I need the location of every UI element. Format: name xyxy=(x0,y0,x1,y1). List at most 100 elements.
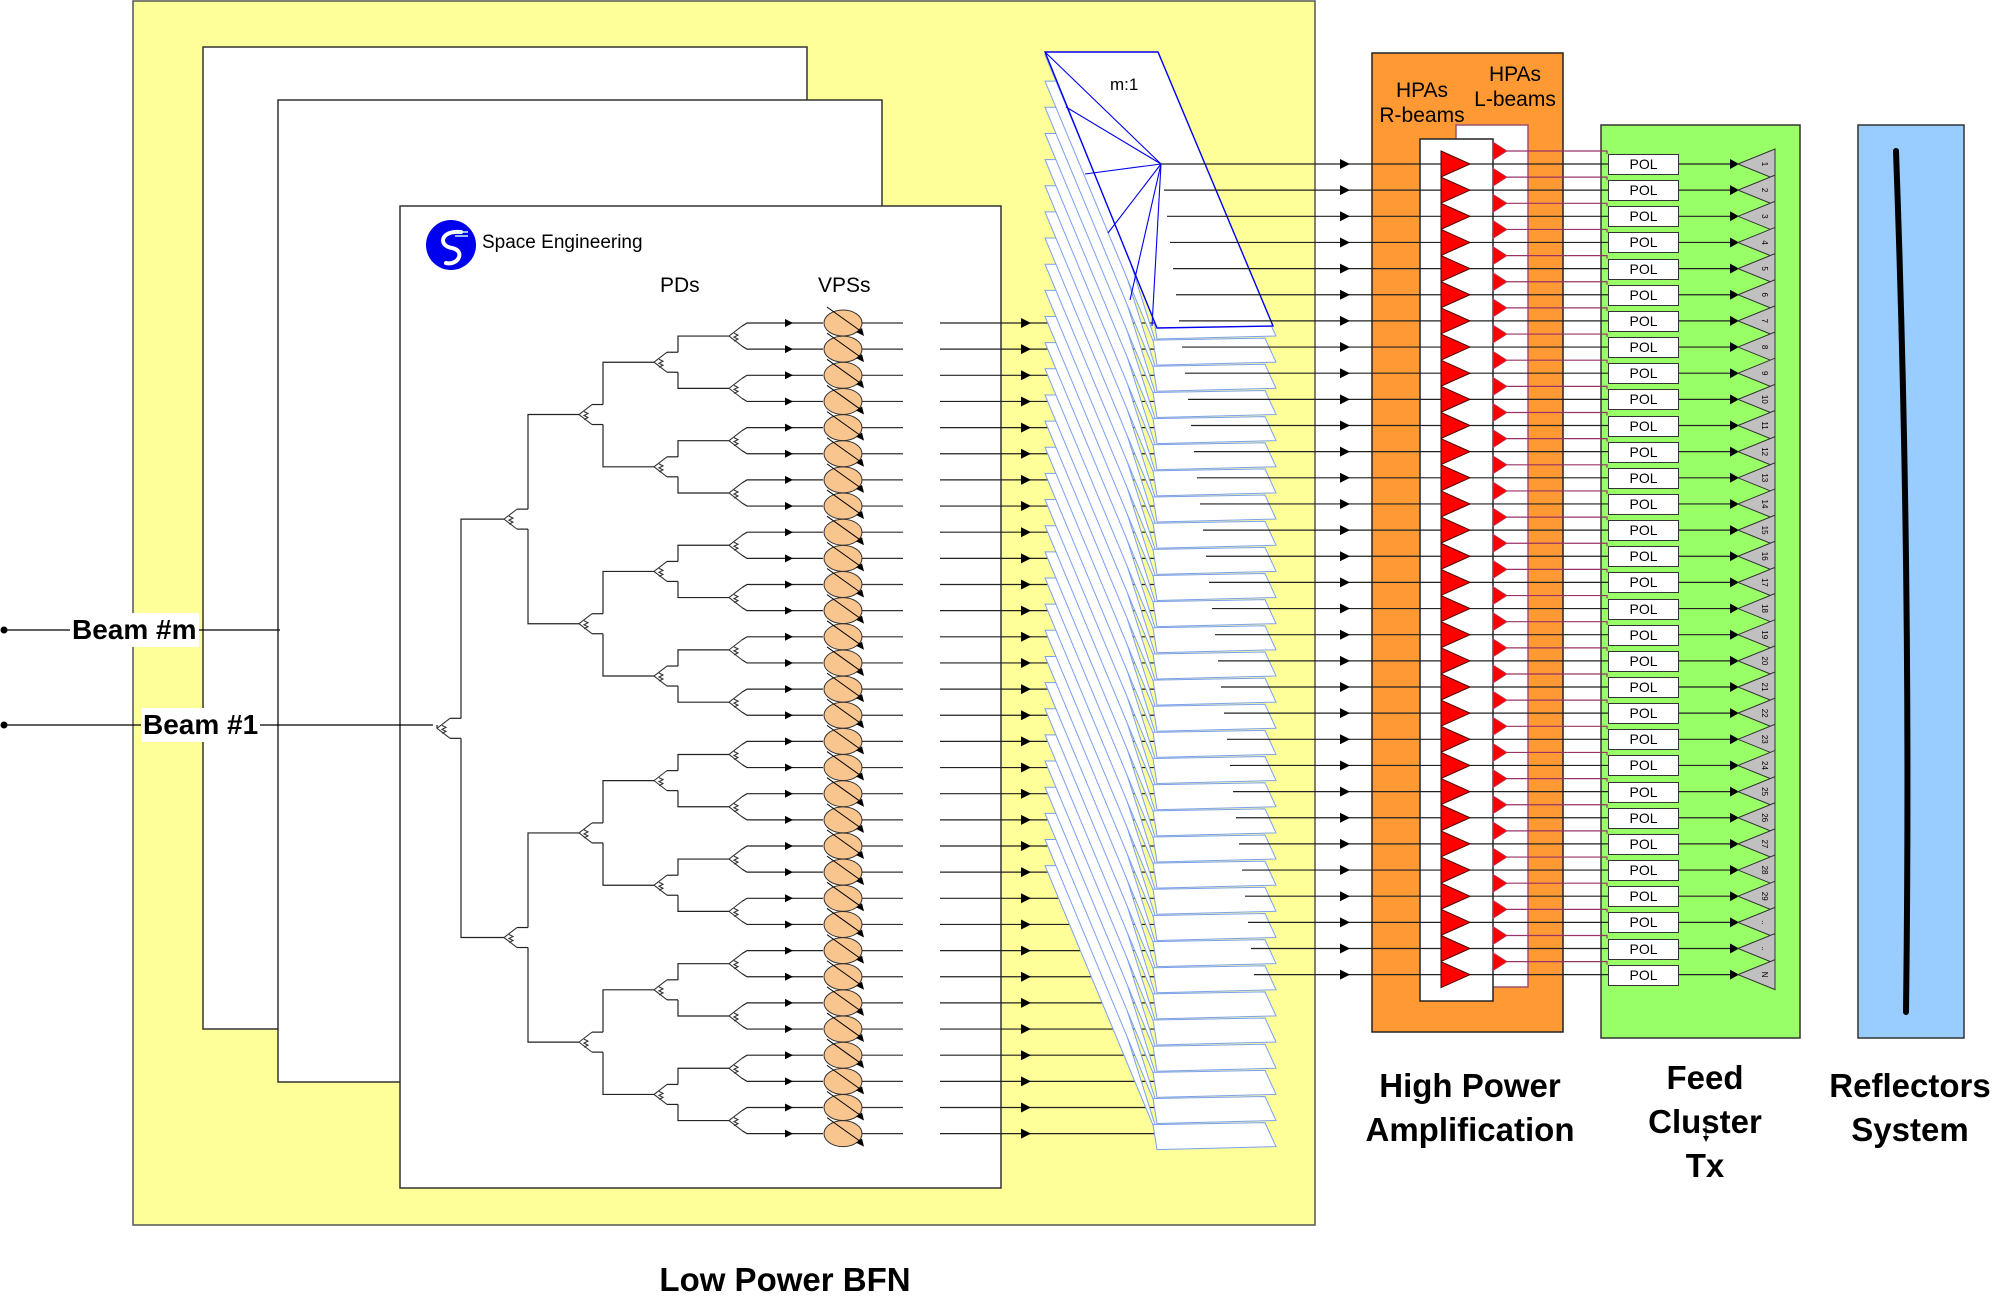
arrow-icon xyxy=(1021,997,1031,1008)
hpa-r-beams-label: HPAs R-beams xyxy=(1377,78,1467,128)
hpa-r-beam-amplifier-icon xyxy=(1440,542,1472,571)
feed-number-label: 19 xyxy=(1760,630,1769,639)
pds-label: PDs xyxy=(660,274,700,297)
divider-feed-line xyxy=(677,649,729,667)
vps-variable-mark xyxy=(826,568,863,594)
vps-arrow-icon xyxy=(856,615,864,624)
vps-arrow-icon xyxy=(856,641,864,650)
pol-box: POL xyxy=(1608,886,1679,908)
pol-box: POL xyxy=(1608,258,1679,280)
vps-variable-mark xyxy=(826,358,863,385)
hpa-r-beam-amplifier-icon xyxy=(1440,673,1472,701)
feed-number-label: 13 xyxy=(1760,473,1769,482)
feed-horn-icon xyxy=(1736,305,1776,337)
arrow-icon xyxy=(785,789,793,798)
feed-horn-icon xyxy=(1736,148,1776,180)
pol-box: POL xyxy=(1608,964,1679,986)
power-divider-icon xyxy=(728,377,743,399)
hpa-l-beam-amplifier-icon xyxy=(1492,559,1508,580)
divider-feed-line xyxy=(602,361,654,405)
arrow-icon xyxy=(1021,1102,1031,1113)
arrow-icon xyxy=(1730,838,1739,849)
arrow-icon xyxy=(1730,159,1739,169)
pol-box: POL xyxy=(1608,755,1679,777)
divider-output-line xyxy=(741,427,823,432)
hpa-l-beam-amplifier-icon xyxy=(1492,690,1508,710)
l-beam-line xyxy=(1507,255,1608,259)
vps-arrow-icon xyxy=(856,720,864,729)
feed-horn-icon xyxy=(1736,540,1776,572)
feed-number-label: .. xyxy=(1760,946,1769,950)
power-divider-icon xyxy=(653,979,668,1001)
vps-variable-mark xyxy=(826,1117,863,1144)
hpa-r-beam-amplifier-icon xyxy=(1440,777,1472,806)
arrow-icon xyxy=(1730,629,1739,640)
feed-horn-icon xyxy=(1736,932,1776,965)
hpa-r-beam-amplifier-icon xyxy=(1440,333,1472,361)
vps-arrow-icon xyxy=(856,589,864,598)
arrow-icon xyxy=(1340,682,1350,692)
l-beam-line xyxy=(1507,751,1608,756)
vps-arrow-icon xyxy=(856,1060,864,1069)
arrow-icon xyxy=(1021,553,1031,564)
l-beam-line xyxy=(1507,307,1608,311)
combiner-output-plate xyxy=(1152,625,1277,654)
l-beam-line xyxy=(1507,934,1608,939)
power-divider-icon xyxy=(653,560,668,582)
divider-output-line xyxy=(741,1106,823,1112)
divider-output-line xyxy=(741,920,823,926)
vps-variable-mark xyxy=(826,698,863,725)
feed-number-label: 14 xyxy=(1760,499,1769,508)
feed-number-label: 23 xyxy=(1760,735,1769,744)
combiner-output-plate xyxy=(1152,808,1277,837)
hpa-l-beam-amplifier-icon xyxy=(1492,507,1508,527)
feed-number-label: 12 xyxy=(1760,447,1769,456)
pol-box: POL xyxy=(1608,154,1679,175)
feed-horn-icon xyxy=(1736,435,1776,468)
arrow-icon xyxy=(785,528,793,537)
divider-output-line xyxy=(741,554,823,559)
vps-arrow-icon xyxy=(856,877,864,886)
hpa-l-beam-amplifier-icon xyxy=(1492,245,1508,266)
l-beam-line xyxy=(1507,908,1608,913)
arrow-icon xyxy=(1021,945,1031,956)
reflector-title-line1: Reflectors xyxy=(1829,1067,1991,1104)
hpa-l-beam-amplifier-icon xyxy=(1492,141,1508,161)
vps-arrow-icon xyxy=(856,746,864,755)
combiner-line xyxy=(1084,163,1162,175)
vps-arrow-icon xyxy=(856,694,864,703)
l-beam-line xyxy=(1507,150,1608,154)
combiner-line xyxy=(1107,163,1162,234)
divider-output-line xyxy=(741,636,823,641)
arrow-icon xyxy=(1340,969,1350,980)
combiner-output-plate xyxy=(1152,599,1277,628)
hpa-l-beam-amplifier-icon xyxy=(1492,455,1508,475)
arrow-icon xyxy=(1021,474,1031,485)
vps-variable-mark xyxy=(826,594,863,621)
vps-variable-mark xyxy=(826,855,863,882)
power-divider-icon xyxy=(728,325,743,347)
power-divider-icon xyxy=(653,874,668,896)
divider-feed-line xyxy=(602,1052,654,1096)
hpa-l-beam-amplifier-icon xyxy=(1492,768,1508,789)
arrow-icon xyxy=(785,580,793,589)
combiner-ratio-label: m:1 xyxy=(1110,75,1139,94)
combiner-output-plate xyxy=(1152,416,1277,445)
divider-feed-line xyxy=(602,424,654,468)
divider-output-line xyxy=(741,793,823,798)
arrow-icon xyxy=(1730,289,1739,300)
hpa-l-beam-amplifier-icon xyxy=(1492,298,1508,318)
feed-horn-icon xyxy=(1736,697,1776,729)
l-beam-line xyxy=(1507,777,1608,782)
combiner-output-plate xyxy=(1152,756,1277,785)
hpa-l-beam-amplifier-icon xyxy=(1492,664,1508,684)
arrow-icon xyxy=(1340,394,1350,405)
feed-horn-icon xyxy=(1736,775,1776,808)
arrow-icon xyxy=(1730,682,1739,692)
divider-output-line xyxy=(741,1054,823,1059)
arrow-icon xyxy=(785,658,793,667)
hpa-l-beam-amplifier-icon xyxy=(1492,481,1508,501)
pol-box: POL xyxy=(1608,232,1679,254)
arrow-icon xyxy=(1021,527,1031,538)
l-beam-line xyxy=(1507,673,1608,677)
